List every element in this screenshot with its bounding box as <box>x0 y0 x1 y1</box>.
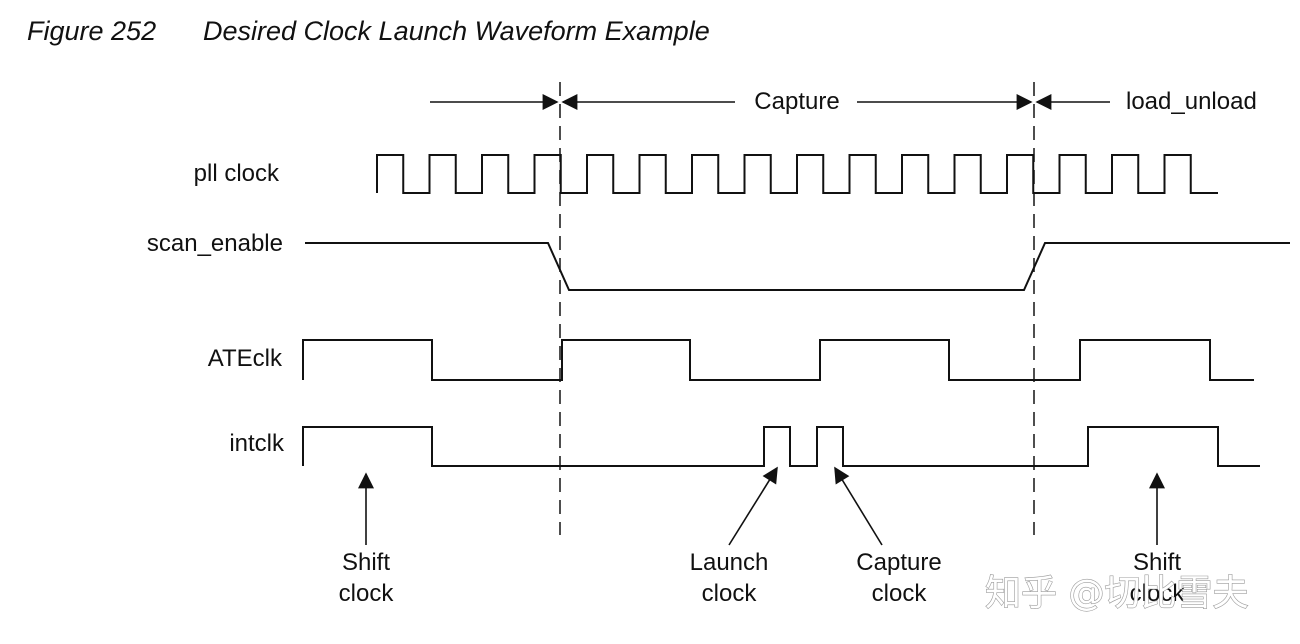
load-unload-phase-label: load_unload <box>1126 88 1257 115</box>
capture-clock-line2: clock <box>872 580 928 607</box>
watermark: 知乎 @切比雪夫 <box>985 573 1248 614</box>
launch-clock-label: Launch clock <box>690 549 769 607</box>
capture-clock-line1: Capture <box>856 549 941 576</box>
ateclk-waveform <box>302 339 1254 381</box>
shift-clock-right-line2: clock <box>1130 580 1186 607</box>
intclk-waveform <box>302 426 1260 467</box>
shift-clock-left-line2: clock <box>339 580 395 607</box>
launch-clock-line2: clock <box>702 580 758 607</box>
scan-enable-waveform <box>305 242 1290 291</box>
capture-clock-arrow <box>834 466 883 546</box>
pll-clock-waveform <box>376 154 1218 194</box>
shift-clock-left-line1: Shift <box>342 549 390 576</box>
launch-clock-arrow <box>728 466 778 546</box>
shift-clock-right-line1: Shift <box>1133 549 1181 576</box>
capture-clock-label: Capture clock <box>856 549 941 607</box>
figure-title: Desired Clock Launch Waveform Example <box>203 16 710 46</box>
figure-number: Figure 252 <box>27 16 156 46</box>
launch-clock-line1: Launch <box>690 549 769 576</box>
shift-clock-left-label: Shift clock <box>339 549 395 607</box>
ateclk-label: ATEclk <box>208 345 283 372</box>
capture-phase-label: Capture <box>754 88 839 115</box>
shift-clock-right-label: Shift clock <box>1130 549 1186 607</box>
pll-clock-label: pll clock <box>194 160 280 187</box>
intclk-label: intclk <box>229 430 285 457</box>
scan-enable-label: scan_enable <box>147 230 283 257</box>
